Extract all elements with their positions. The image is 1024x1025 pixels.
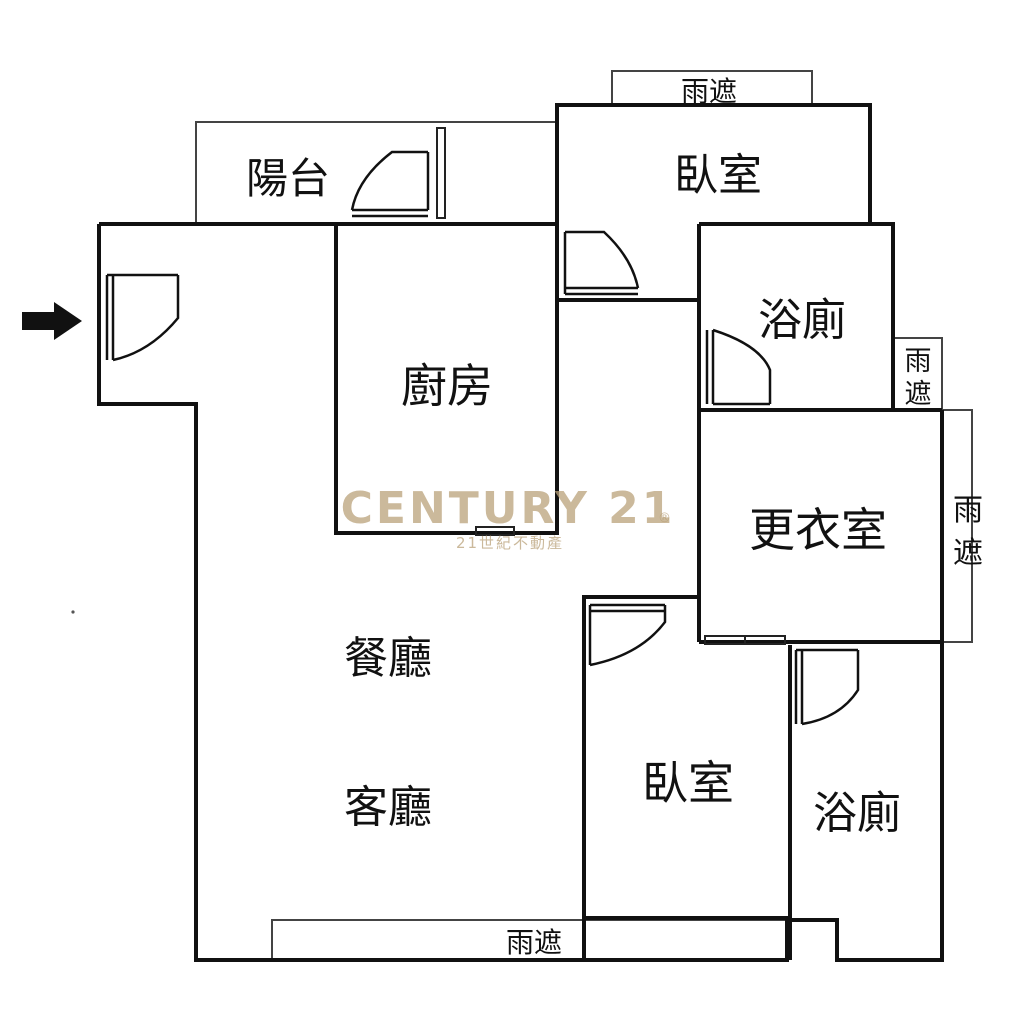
kitchen-window: [475, 526, 515, 536]
awning-label-right-large-1: 雨: [953, 493, 983, 528]
watermark-registered: ®: [658, 511, 671, 526]
bath-bottom-door: [794, 648, 860, 726]
room-label-bedroom-top: 臥室: [674, 150, 762, 201]
awning-right-small-outline: [893, 337, 943, 410]
balcony-door: [350, 127, 446, 219]
room-label-living: 客廳: [344, 782, 432, 833]
century21-watermark: CENTURY 21 ® 21世紀不動產: [341, 483, 676, 552]
bath-top-door: [705, 328, 772, 406]
interior-walls: [334, 224, 942, 960]
awning-label-bottom: 雨遮: [506, 926, 562, 959]
room-label-bath-bottom: 浴廁: [813, 788, 901, 839]
room-label-bath-top: 浴廁: [758, 295, 846, 346]
bedroom-bottom-door: [588, 603, 667, 667]
room-label-balcony: 陽台: [246, 154, 330, 203]
entry-door: [105, 273, 180, 362]
room-label-dining: 餐廳: [344, 633, 432, 684]
room-label-kitchen: 廚房: [401, 359, 493, 413]
awning-label-right-small-1: 雨: [905, 346, 932, 377]
exterior-walls: [97, 103, 944, 962]
awning-label-right-small-2: 遮: [905, 379, 932, 410]
balcony-outline: [195, 121, 557, 224]
bedroom-top-door: [563, 230, 640, 296]
watermark-subtitle: 21世紀不動產: [456, 534, 564, 552]
awning-top-outline: [611, 70, 813, 105]
closet-sliding-door: [704, 635, 786, 645]
awning-right-large-outline: [942, 409, 973, 643]
room-label-bedroom-bottom: 臥室: [642, 756, 734, 810]
entry-arrow-icon: [22, 302, 82, 340]
room-label-closet: 更衣室: [749, 503, 887, 557]
awning-label-top: 雨遮: [681, 75, 737, 108]
watermark-brand: CENTURY 21: [341, 483, 676, 534]
stray-dot: [71, 610, 75, 614]
awning-label-right-large-2: 遮: [953, 536, 983, 571]
